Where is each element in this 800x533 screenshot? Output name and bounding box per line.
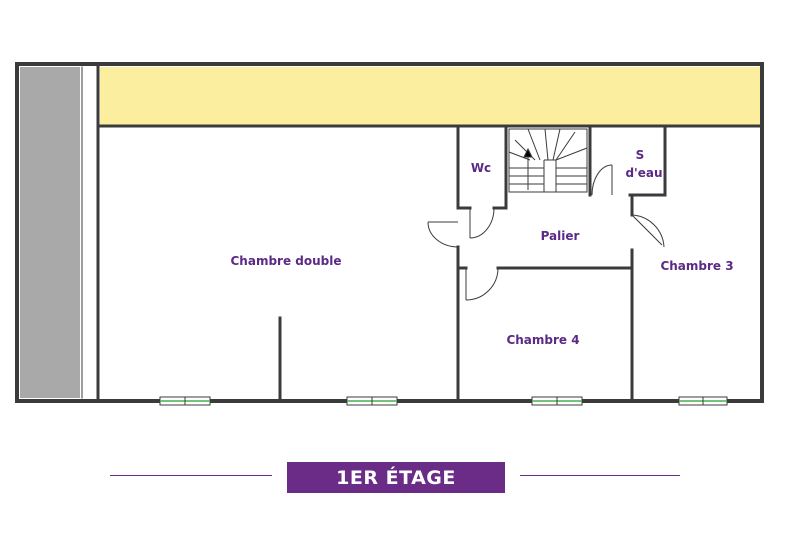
door-chambre4 xyxy=(465,267,499,301)
window-1 xyxy=(159,396,211,406)
window-3 xyxy=(531,396,583,406)
staircase xyxy=(508,128,588,193)
door-chambre3 xyxy=(631,214,665,248)
grey-band xyxy=(20,67,80,398)
floor-level-banner: 1ER ÉTAGE xyxy=(287,462,505,493)
label-chambre-4: Chambre 4 xyxy=(506,333,579,347)
door-wc xyxy=(469,207,495,239)
window-4 xyxy=(678,396,728,406)
label-chambre-double: Chambre double xyxy=(231,254,342,268)
terrace-band xyxy=(100,67,760,125)
banner-rule-right xyxy=(520,475,680,476)
label-chambre-3: Chambre 3 xyxy=(660,259,733,273)
label-sdeau-1: S xyxy=(636,148,645,162)
label-sdeau-2: d'eau xyxy=(625,166,662,180)
floor-level-label: 1ER ÉTAGE xyxy=(336,466,456,489)
label-palier: Palier xyxy=(541,229,580,243)
label-wc: Wc xyxy=(471,161,491,175)
banner-rule-left xyxy=(110,475,272,476)
door-sdeau xyxy=(591,164,613,196)
window-2 xyxy=(346,396,398,406)
door-bedroom xyxy=(427,221,459,248)
